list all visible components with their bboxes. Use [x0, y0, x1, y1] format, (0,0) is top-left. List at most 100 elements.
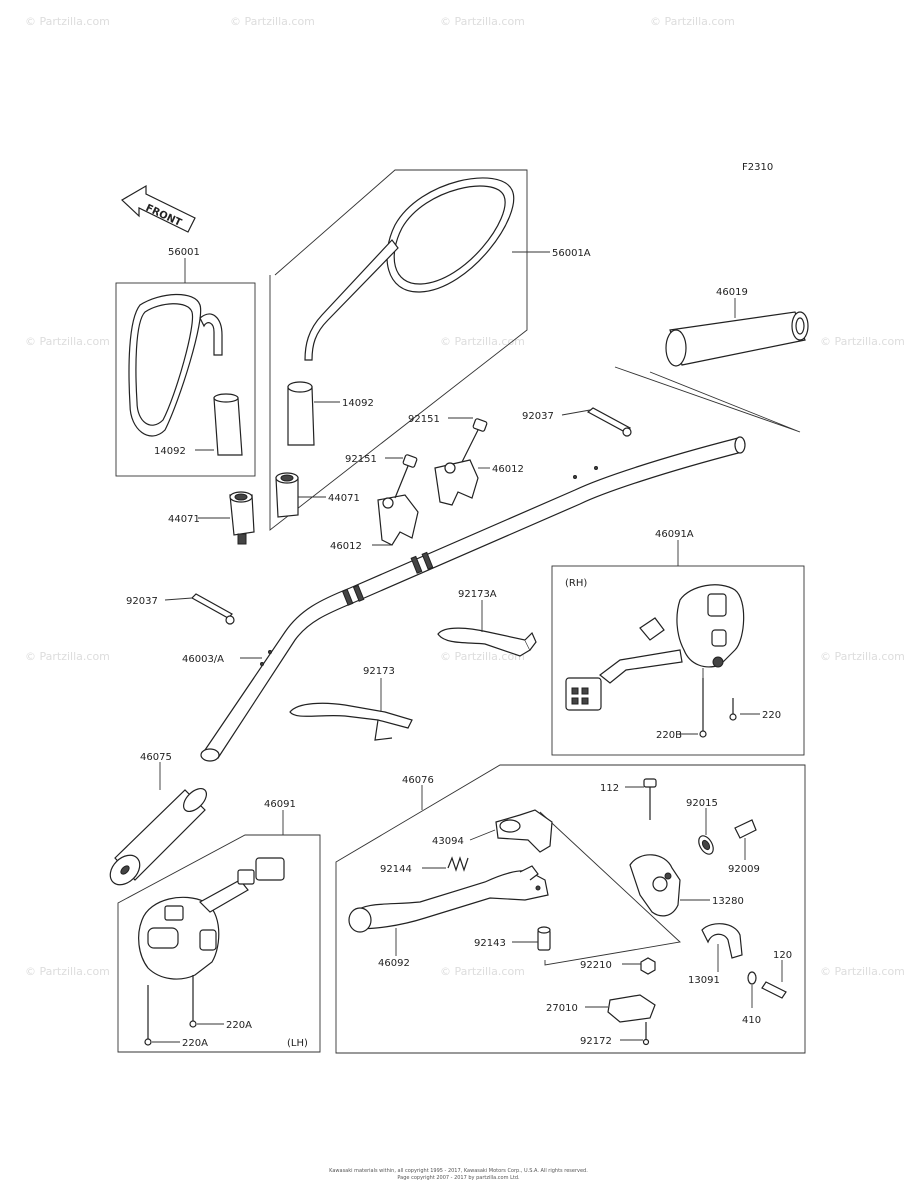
- watermark: © Partzilla.com: [440, 650, 525, 663]
- callout-92037: 92037: [522, 411, 554, 422]
- callout-13280: 13280: [712, 896, 744, 907]
- mirror-rh-frame: [269, 169, 528, 531]
- switch-lh-frame: [117, 834, 321, 1053]
- washer-410: [747, 971, 757, 985]
- callout-46091: 46091: [264, 799, 296, 810]
- callout-46075: 46075: [140, 752, 172, 763]
- callout-44071: 44071: [328, 493, 360, 504]
- callout-14092: 14092: [154, 446, 186, 457]
- watermark: © Partzilla.com: [440, 15, 525, 28]
- watermark: © Partzilla.com: [820, 965, 905, 978]
- bolt-92151-left: [394, 454, 418, 499]
- clamp-92173: [289, 702, 413, 741]
- lh-tag: (LH): [287, 1038, 308, 1049]
- callout-92143: 92143: [474, 938, 506, 949]
- mirror-lh: [128, 293, 223, 437]
- mirror-lh-frame: [115, 282, 256, 477]
- callout-92144: 92144: [380, 864, 412, 875]
- lever-assembly-frame: [335, 764, 806, 1054]
- callout-56001: 56001: [168, 247, 200, 258]
- callout-46091A: 46091A: [655, 529, 694, 540]
- callout-220: 220: [762, 710, 781, 721]
- watermark: © Partzilla.com: [650, 15, 735, 28]
- watermark: © Partzilla.com: [25, 15, 110, 28]
- callout-92210: 92210: [580, 960, 612, 971]
- bolt-112: [643, 778, 657, 820]
- watermark: © Partzilla.com: [230, 15, 315, 28]
- nut-92210: [640, 957, 656, 975]
- screw-220: [729, 698, 737, 721]
- clamp-46012-right: [434, 459, 479, 506]
- clamp-46012-left: [377, 494, 419, 546]
- callout-92037: 92037: [126, 596, 158, 607]
- grip-46075: [109, 787, 208, 886]
- callout-46003A: 46003/A: [182, 654, 224, 665]
- watermark: © Partzilla.com: [440, 965, 525, 978]
- screw-220A-a: [144, 985, 152, 1046]
- screw-92172: [642, 1022, 650, 1046]
- callout-92009: 92009: [728, 864, 760, 875]
- rh-tag: (RH): [565, 578, 587, 589]
- callout-120: 120: [773, 950, 792, 961]
- screw-220B: [699, 678, 707, 738]
- footer-page-copyright: Page copyright 2007 - 2017 by partzilla.…: [397, 1175, 520, 1181]
- callout-92173: 92173: [363, 666, 395, 677]
- bolt-120: [761, 981, 787, 999]
- grip-46019: [665, 311, 809, 367]
- callout-220A: 220A: [226, 1020, 252, 1031]
- callout-46092: 46092: [378, 958, 410, 969]
- cable-tie-92037-left: [191, 593, 235, 625]
- callout-46019: 46019: [716, 287, 748, 298]
- cap-92015: [698, 835, 714, 855]
- lever-46092: [348, 865, 549, 933]
- callout-46076: 46076: [402, 775, 434, 786]
- callout-43094: 43094: [432, 836, 464, 847]
- callout-92151: 92151: [345, 454, 377, 465]
- callout-92172: 92172: [580, 1036, 612, 1047]
- switch-27010: [607, 994, 656, 1023]
- spacer-92143: [537, 926, 551, 951]
- callout-56001A: 56001A: [552, 248, 591, 259]
- mirror-rh: [304, 177, 515, 361]
- watermark: © Partzilla.com: [25, 650, 110, 663]
- callout-220B: 220B: [656, 730, 682, 741]
- boot-14092-lh: [213, 393, 243, 456]
- figure-code: F2310: [742, 162, 773, 173]
- boot-14092-rh: [287, 381, 315, 446]
- handlebar-46003: [200, 436, 746, 762]
- callout-27010: 27010: [546, 1003, 578, 1014]
- front-arrow-icon: FRONT: [121, 184, 196, 233]
- holder-13280: [629, 854, 681, 917]
- callout-92173A: 92173A: [458, 589, 497, 600]
- watermark: © Partzilla.com: [820, 650, 905, 663]
- adapter-44071-rh: [275, 472, 299, 518]
- spring-92144: [447, 856, 469, 872]
- switch-lh-46091: [138, 857, 285, 980]
- callout-13091: 13091: [688, 975, 720, 986]
- callout-410: 410: [742, 1015, 761, 1026]
- clamp-13091: [701, 923, 743, 959]
- callout-44071: 44071: [168, 514, 200, 525]
- watermark: © Partzilla.com: [25, 965, 110, 978]
- callout-92151: 92151: [408, 414, 440, 425]
- callout-92015: 92015: [686, 798, 718, 809]
- watermark-layer: © Partzilla.com © Partzilla.com © Partzi…: [25, 15, 905, 978]
- bolt-92151-right: [461, 418, 488, 463]
- screw-92009: [734, 819, 757, 839]
- callout-220A: 220A: [182, 1038, 208, 1049]
- footer-copyright: Kawasaki materials within, all copyright…: [329, 1168, 588, 1174]
- callout-112: 112: [600, 783, 619, 794]
- switch-rh-46091A: [565, 584, 745, 711]
- callout-46012: 46012: [492, 464, 524, 475]
- adapter-44071-lh: [229, 491, 255, 545]
- watermark: © Partzilla.com: [440, 335, 525, 348]
- cable-tie-92037-right: [586, 407, 632, 437]
- watermark: © Partzilla.com: [820, 335, 905, 348]
- callout-14092: 14092: [342, 398, 374, 409]
- screw-220A-b: [189, 975, 197, 1028]
- bracket-43094: [495, 809, 553, 853]
- watermark: © Partzilla.com: [25, 335, 110, 348]
- callout-46012: 46012: [330, 541, 362, 552]
- clamp-92173A: [437, 627, 537, 657]
